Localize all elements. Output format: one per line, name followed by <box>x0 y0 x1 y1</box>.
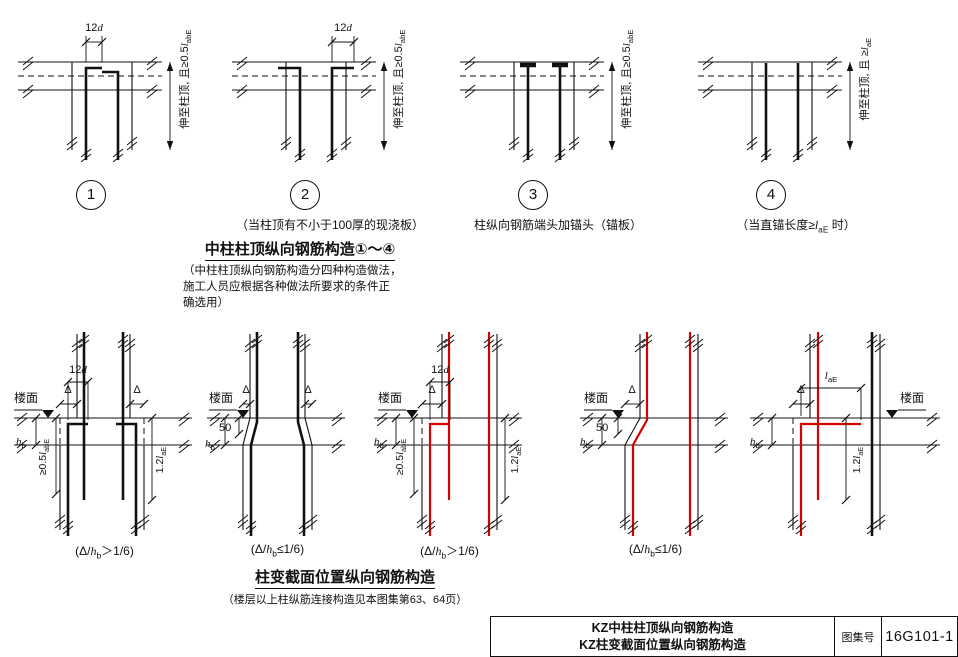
title-block-atlas-label: 图集号 <box>834 617 881 656</box>
detail-caption: (Δ/hb＞1/6) <box>75 544 134 561</box>
floor-label: 楼面 <box>900 391 925 405</box>
bottom-detail-5-drawing <box>750 332 940 536</box>
dim-12d: 12d <box>431 364 449 376</box>
top-detail-3-drawing <box>460 56 616 163</box>
bottom-detail-4: 楼面 hb Δ 50 (Δ/hb≤1/6) <box>578 328 733 560</box>
title-block: KZ中柱柱顶纵向钢筋构造 KZ柱变截面位置纵向钢筋构造 图集号 16G101-1 <box>490 616 958 657</box>
detail-number-1: 1 <box>76 180 106 210</box>
edge-stamp: （ <box>944 618 958 657</box>
dim-12d: 12d <box>85 22 103 34</box>
delta-dim-right: Δ <box>133 384 141 396</box>
top-detail-4: 伸至柱顶, 且 ≥laE 4 （当直锚长度≥laE 时） <box>696 4 896 240</box>
title-block-atlas-number: 16G101-1 <box>881 617 957 656</box>
bottom-section-note: （楼层以上柱纵筋连接构造见本图集第63、64页） <box>222 594 468 606</box>
delta-dim-left: Δ <box>242 384 250 396</box>
top-detail-2-drawing <box>232 36 388 163</box>
hb-dim: hb <box>750 436 760 451</box>
dim-12d: 12d <box>334 22 352 34</box>
floor-label: 楼面 <box>584 391 609 405</box>
top-detail-2: 12d 伸至柱顶, 且≥0.5labE 2 （当柱顶有不小于100厚的现浇板） <box>230 4 430 240</box>
anchor-dim-left: ≥0.5labE <box>36 438 52 476</box>
detail-caption: 柱纵向钢筋端头加锚头（锚板） <box>473 218 642 232</box>
floor-label: 楼面 <box>14 391 39 405</box>
detail-number-3: 3 <box>518 180 548 210</box>
delta-dim-left: Δ <box>64 384 72 396</box>
bottom-detail-2-drawing <box>207 332 345 536</box>
top-section-title: 中柱柱顶纵向钢筋构造①～④ <box>60 238 540 261</box>
detail-caption: (Δ/hb＞1/6) <box>420 544 479 561</box>
delta-dim-left: Δ <box>797 384 805 396</box>
bottom-detail-5: 楼面 hb Δ laE 1.2laE <box>748 328 946 560</box>
dim-12d: 12d <box>69 364 87 376</box>
laE-dim: laE <box>824 370 838 385</box>
top-detail-1: 12d 伸至柱顶, 且≥0.5labE 1 <box>16 4 216 240</box>
delta-dim-left: Δ <box>428 384 436 396</box>
anchor-dim-right: 1.2laE <box>850 446 866 474</box>
delta-dim-left: Δ <box>628 384 636 396</box>
anchor-dim-left: ≥0.5labE <box>393 438 409 476</box>
side-note: 伸至柱顶, 且 ≥laE <box>858 37 874 121</box>
offset-50-dim: 50 <box>596 422 609 434</box>
detail-caption: （当柱顶有不小于100厚的现浇板） <box>235 218 425 232</box>
bottom-section-title: 柱变截面位置纵向钢筋构造 <box>145 566 545 589</box>
bottom-detail-3: 楼面 hb Δ 12d ≥0.5labE 1.2laE (Δ/hb＞1/6) <box>372 328 527 560</box>
bottom-detail-2: 楼面 hb Δ Δ 50 (Δ/hb≤1/6) <box>205 328 350 560</box>
hb-dim: hb <box>374 436 384 451</box>
top-detail-3: 伸至柱顶, 且≥0.5labE 3 柱纵向钢筋端头加锚头（锚板） <box>458 4 658 240</box>
detail-caption: （当直锚长度≥laE 时） <box>736 218 856 235</box>
floor-label: 楼面 <box>378 391 403 405</box>
bottom-detail-1: 楼面 hb Δ Δ 12d ≥0.5labE 1.2laE (Δ/hb＞1/6) <box>12 328 197 560</box>
hb-dim: hb <box>16 436 26 451</box>
title-block-line1: KZ中柱柱顶纵向钢筋构造 <box>591 620 734 635</box>
detail-number-4: 4 <box>756 180 786 210</box>
side-note: 伸至柱顶, 且≥0.5labE <box>178 29 194 129</box>
detail-number-2: 2 <box>290 180 320 210</box>
delta-dim-right: Δ <box>304 384 312 396</box>
side-note: 伸至柱顶, 且≥0.5labE <box>620 29 636 129</box>
hb-dim: hb <box>205 438 215 453</box>
side-note: 伸至柱顶, 且≥0.5labE <box>392 29 408 129</box>
bottom-detail-1-drawing <box>14 332 192 536</box>
offset-50-dim: 50 <box>219 422 232 434</box>
hb-dim: hb <box>580 436 590 451</box>
detail-caption: (Δ/hb≤1/6) <box>628 542 683 559</box>
anchor-dim-right: 1.2laE <box>153 446 169 474</box>
top-section-note: （中柱柱顶纵向钢筋构造分四种构造做法， 施工人员应根据各种做法所要求的条件正 确… <box>183 265 402 309</box>
detail-caption: (Δ/hb≤1/6) <box>250 542 305 559</box>
floor-label: 楼面 <box>209 391 234 405</box>
title-block-line2: KZ柱变截面位置纵向钢筋构造 <box>579 637 746 652</box>
bottom-detail-4-drawing <box>580 332 728 536</box>
title-block-name: KZ中柱柱顶纵向钢筋构造 KZ柱变截面位置纵向钢筋构造 <box>491 617 834 656</box>
top-detail-4-drawing <box>698 56 854 163</box>
bottom-detail-3-drawing <box>374 332 522 536</box>
top-detail-1-drawing <box>18 36 174 163</box>
anchor-dim-right: 1.2laE <box>508 446 524 474</box>
